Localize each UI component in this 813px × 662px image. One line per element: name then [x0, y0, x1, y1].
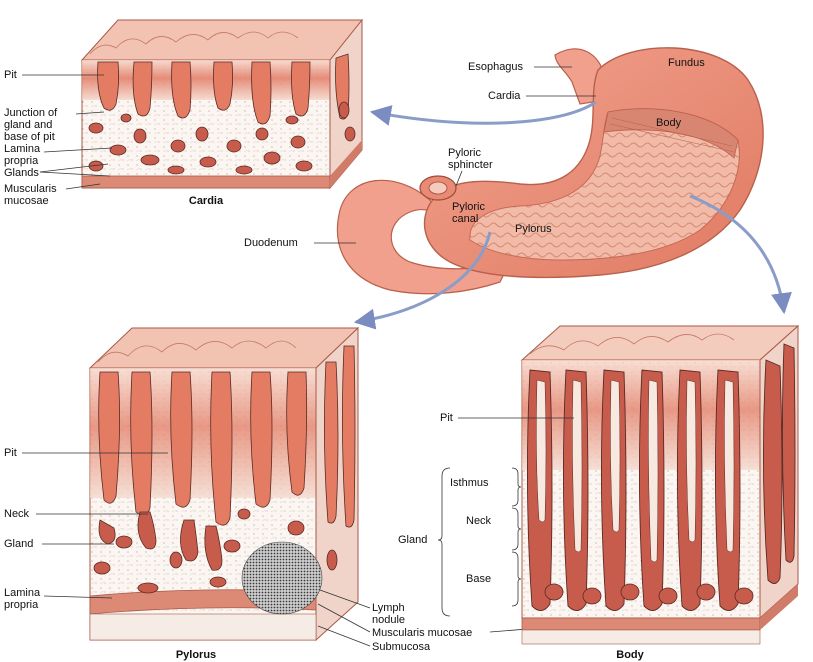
cardia-junction-label-1: Junction of	[4, 107, 58, 119]
body-block	[520, 324, 800, 645]
cardia-lamina-label-1: Lamina	[4, 143, 41, 155]
cardia-caption: Cardia	[189, 195, 224, 207]
connector-arrows	[353, 100, 792, 330]
arrow-to-cardia	[369, 100, 597, 126]
pyloric-canal-label-2: canal	[452, 213, 478, 225]
pylorus-label: Pylorus	[515, 223, 552, 235]
cardia-muscularis-label-2: mucosae	[4, 195, 49, 207]
duodenum-shape	[336, 179, 512, 295]
stomach-illustration	[336, 47, 764, 295]
pylorus-block	[88, 326, 360, 642]
arrow-to-body	[689, 194, 792, 315]
body-pit-label: Pit	[440, 412, 453, 424]
body-base-label: Base	[466, 573, 491, 585]
body-caption: Body	[616, 649, 644, 661]
pylorus-neck-label: Neck	[4, 508, 30, 520]
cardia-label: Cardia	[488, 90, 521, 102]
muscularis-mucosae-label: Muscularis mucosae	[372, 627, 472, 639]
esophagus-label: Esophagus	[468, 61, 524, 73]
cardia-pit-label: Pit	[4, 69, 17, 81]
body-isthmus-label: Isthmus	[450, 477, 489, 489]
pylorus-lamina-label-1: Lamina	[4, 587, 41, 599]
pylorus-lamina-label-2: propria	[4, 599, 39, 611]
lymph-nodule	[241, 541, 323, 615]
lymph-nodule-label-2: nodule	[372, 614, 405, 626]
body-muscle-layer	[603, 108, 739, 159]
cardia-lamina-label-2: propria	[4, 155, 39, 167]
body-neck-label: Neck	[466, 515, 492, 527]
pylorus-pit-label: Pit	[4, 447, 17, 459]
submucosa-label: Submucosa	[372, 641, 431, 653]
cardia-block	[80, 18, 364, 190]
pyloric-sphincter-label-2: sphincter	[448, 159, 493, 171]
pylorus-caption: Pylorus	[176, 649, 216, 661]
fundus-label: Fundus	[668, 57, 705, 69]
shared-labels: Lymph nodule Muscularis mucosae Submucos…	[317, 589, 541, 653]
lymph-nodule-label-1: Lymph	[372, 602, 405, 614]
cardia-junction-label-3: base of pit	[4, 131, 55, 143]
duodenum-label: Duodenum	[244, 237, 298, 249]
arrow-to-pylorus	[353, 231, 492, 330]
pylorus-labels: Pit Neck Gland Lamina propria Pylorus	[4, 447, 216, 661]
pylorus-gland-label: Gland	[4, 538, 33, 550]
body-labels: Pit Isthmus Neck Base Gland Body	[398, 412, 645, 661]
stomach-labels: Esophagus Fundus Cardia Body Pyloric sph…	[244, 57, 705, 249]
cardia-glands-label: Glands	[4, 167, 39, 179]
body-gland-label: Gland	[398, 534, 427, 546]
cardia-labels: Pit Junction of gland and base of pit La…	[4, 69, 224, 207]
pyloric-sphincter-label-1: Pyloric	[448, 147, 482, 159]
cardia-junction-label-2: gland and	[4, 119, 52, 131]
body-label: Body	[656, 117, 682, 129]
cardia-muscularis-label-1: Muscularis	[4, 183, 57, 195]
pyloric-canal-label-1: Pyloric	[452, 201, 486, 213]
